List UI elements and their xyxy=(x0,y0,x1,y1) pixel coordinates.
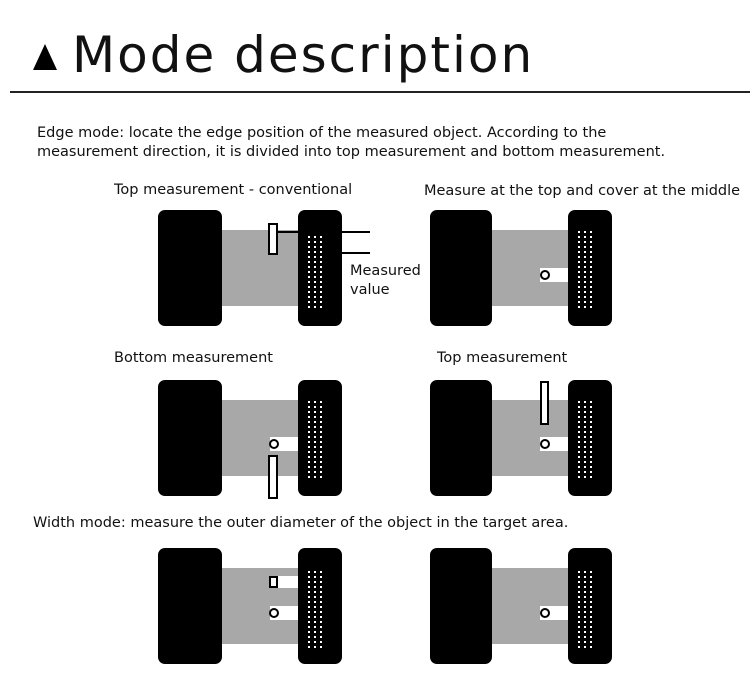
edge-mode-description-line1: Edge mode: locate the edge position of t… xyxy=(37,125,607,141)
panel-label-top-conventional: Top measurement - conventional xyxy=(114,182,353,198)
scale-ticks xyxy=(578,568,596,648)
diagram-top xyxy=(430,380,612,496)
measure-point-icon xyxy=(269,608,279,618)
edge-mode-description: Edge mode: locate the edge position of t… xyxy=(37,124,665,162)
measured-value-label: Measured value xyxy=(350,262,421,300)
header-divider xyxy=(10,91,750,93)
scale-ticks xyxy=(578,230,596,310)
width-mode-description: Width mode: measure the outer diameter o… xyxy=(33,515,569,531)
scale-ticks xyxy=(308,230,326,310)
sensor-left-block xyxy=(158,210,222,326)
edge-marker xyxy=(540,381,549,425)
sensor-left-block xyxy=(430,380,492,496)
edge-marker xyxy=(268,223,278,255)
scale-ticks xyxy=(308,568,326,648)
object-band xyxy=(222,230,298,306)
scale-ticks xyxy=(578,400,596,480)
page-title: Mode description xyxy=(72,26,535,84)
diagram-top-conventional xyxy=(158,210,370,326)
measure-point-icon xyxy=(540,270,550,280)
triangle-icon xyxy=(33,44,57,70)
diagram-width-right xyxy=(430,548,612,664)
sensor-left-block xyxy=(158,548,222,664)
panel-label-bottom: Bottom measurement xyxy=(114,350,273,366)
measure-point-icon xyxy=(540,608,550,618)
panel-label-top-cover-middle: Measure at the top and cover at the midd… xyxy=(424,183,741,199)
measured-value-line2: value xyxy=(350,282,390,298)
measured-value-line1: Measured xyxy=(350,263,421,279)
edge-marker xyxy=(268,455,278,499)
sensor-left-block xyxy=(158,380,222,496)
sensor-left-block xyxy=(430,210,492,326)
measure-point-icon xyxy=(269,439,279,449)
scale-ticks xyxy=(308,400,326,480)
edge-mode-description-line2: measurement direction, it is divided int… xyxy=(37,144,666,160)
diagram-width-left xyxy=(158,548,342,664)
panel-label-top: Top measurement xyxy=(437,350,568,366)
diagram-top-cover-middle xyxy=(430,210,612,326)
edge-marker xyxy=(269,576,278,588)
diagram-bottom xyxy=(158,380,342,499)
header: Mode description xyxy=(0,0,750,93)
sensor-left-block xyxy=(430,548,492,664)
measure-point-icon xyxy=(540,439,550,449)
